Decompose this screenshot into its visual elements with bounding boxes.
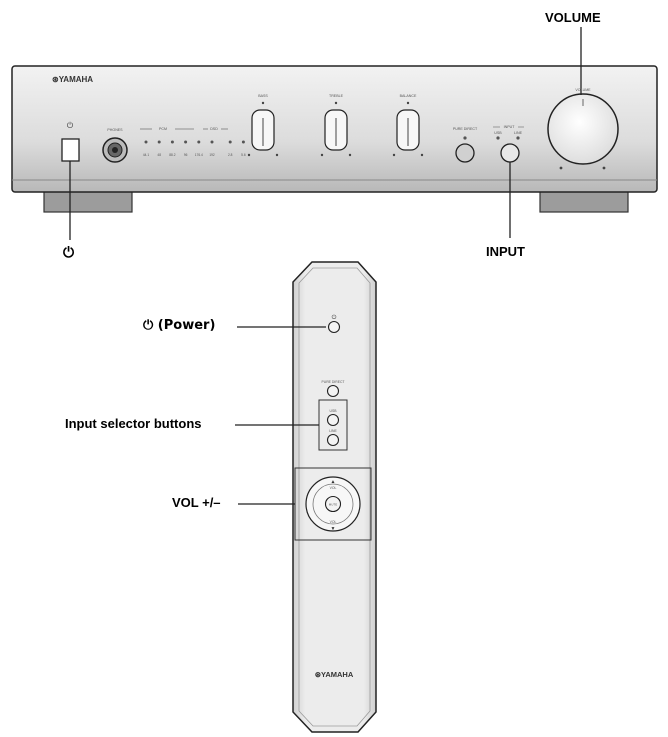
remote-vol-up-icon: ▲ xyxy=(331,479,336,485)
amp-phones-label: PHONES xyxy=(107,128,123,132)
amp-rate-label: 5.6 xyxy=(241,153,246,157)
amp-foot-right xyxy=(539,189,629,213)
amp-pure-direct-label: PURE DIRECT xyxy=(453,127,478,131)
amp-line-led xyxy=(516,136,520,140)
amp-rate-label: 2.8 xyxy=(228,153,233,157)
remote-vol-down-icon: ▼ xyxy=(331,526,336,532)
amp-rate-label: 44.1 xyxy=(143,153,149,157)
remote-line-button[interactable] xyxy=(326,433,340,447)
amp-balance-label: BALANCE xyxy=(400,94,417,98)
amp-pure-direct-button[interactable] xyxy=(455,143,475,163)
amp-treble-knob[interactable] xyxy=(320,101,352,157)
amp-usb-led xyxy=(496,136,500,140)
amp-balance-knob[interactable] xyxy=(392,101,424,157)
amp-foot-left xyxy=(43,189,133,213)
amp-rate-label: 88.2 xyxy=(169,153,175,157)
amp-pcm-label: PCM xyxy=(159,127,167,131)
volume-callout-label: VOLUME xyxy=(545,10,601,25)
input-selector-callout-label: Input selector buttons xyxy=(65,416,202,431)
amp-rate-led xyxy=(157,140,161,144)
amp-format-indicators: 44.1 48 88.2 96 176.4 192 2.8 5.6 xyxy=(143,140,246,157)
remote-mute-button[interactable] xyxy=(324,495,342,513)
amp-phones-jack[interactable] xyxy=(102,137,128,163)
amp-volume-knob[interactable] xyxy=(547,93,619,170)
amp-rate-label: 96 xyxy=(184,153,188,157)
amp-line-label: LINE xyxy=(514,131,523,135)
remote-pure-direct-button[interactable] xyxy=(326,384,340,398)
remote-vol-down-label: VOL xyxy=(330,520,337,524)
amp-treble-label: TREBLE xyxy=(329,94,344,98)
amp-rate-led xyxy=(228,140,232,144)
remote-power-button[interactable] xyxy=(327,320,341,334)
remote-brand-logo: ⊛YAMAHA xyxy=(315,670,354,679)
amp-bass-label: BASS xyxy=(258,94,268,98)
remote-vol-up-label: VOL xyxy=(330,486,337,490)
remote-line-label: LINE xyxy=(329,429,337,433)
amp-power-section: ⏻ xyxy=(61,121,80,162)
amp-rate-led xyxy=(144,140,148,144)
amp-pure-direct-led xyxy=(463,136,467,140)
remote-pure-direct-label: PURE DIRECT xyxy=(322,380,345,384)
amp-rate-led xyxy=(210,140,214,144)
amp-rate-label: 192 xyxy=(209,153,215,157)
remote-usb-label: USB xyxy=(330,409,338,413)
amp-usb-label: USB xyxy=(494,131,502,135)
amp-volume-label: VOLUME xyxy=(575,88,591,92)
input-callout-label: INPUT xyxy=(486,244,525,259)
amp-rate-led xyxy=(184,140,188,144)
amp-input-label: INPUT xyxy=(504,125,516,129)
amp-rate-label: 48 xyxy=(157,153,161,157)
amp-power-indicator-icon: ⏻ xyxy=(67,121,74,130)
amp-brand-logo: ⊛YAMAHA xyxy=(52,75,93,84)
amp-rate-led xyxy=(241,140,245,144)
remote-usb-button[interactable] xyxy=(326,413,340,427)
amp-input-button[interactable] xyxy=(500,143,520,163)
amp-rate-led xyxy=(170,140,174,144)
amp-bass-knob[interactable] xyxy=(247,101,279,157)
amp-dsd-label: DSD xyxy=(210,127,218,131)
remote-mute-label: MUTE xyxy=(329,503,338,507)
vol-callout-label: VOL +/– xyxy=(172,495,221,510)
amp-rate-led xyxy=(197,140,201,144)
amp-rate-label: 176.4 xyxy=(195,153,203,157)
amp-power-button[interactable] xyxy=(61,138,80,162)
remote-power-callout-label: ⏻ (Power) xyxy=(143,318,216,333)
power-callout-icon: ⏻ xyxy=(63,245,75,261)
remote-power-indicator-icon: ⏻ xyxy=(332,314,337,321)
